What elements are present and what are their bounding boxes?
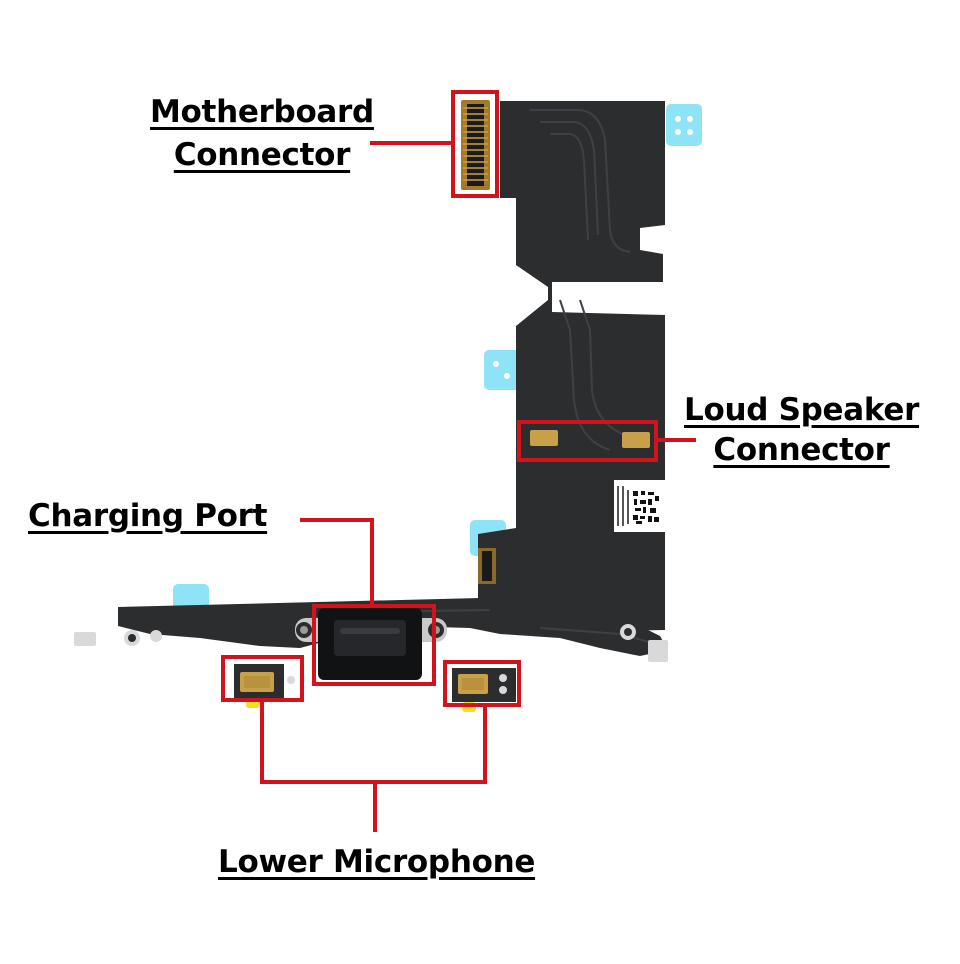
charging-port-part [295,608,447,680]
label-charging-port-line-1: Charging Port [28,498,268,534]
small-connector-part [478,548,496,584]
motherboard-connector-part [461,100,490,190]
leader-lower-microphone [260,700,487,784]
speaker-contact-pads [530,430,650,448]
label-motherboard-connector: Motherboard Connector [150,91,374,177]
leader-charging-port [300,518,374,606]
stiffener-tab [666,104,702,146]
label-motherboard-connector-line-1: Motherboard [150,94,374,130]
stiffener-tab [484,350,520,390]
label-loud-speaker-connector: Loud Speaker Connector [684,390,919,470]
label-loud-speaker-connector-line-1: Loud Speaker [684,392,920,428]
highlight-microphone-right [443,660,521,707]
label-lower-microphone: Lower Microphone [218,842,535,882]
qr-code-icon [614,480,666,532]
label-loud-speaker-connector-line-2: Connector [713,432,890,468]
label-lower-microphone-line-1: Lower Microphone [218,844,536,880]
label-motherboard-connector-line-2: Connector [173,137,351,173]
leader-lines [260,141,696,832]
microphone-left-part [234,664,295,708]
microphone-right-part [452,668,516,712]
label-charging-port: Charging Port [28,496,267,536]
